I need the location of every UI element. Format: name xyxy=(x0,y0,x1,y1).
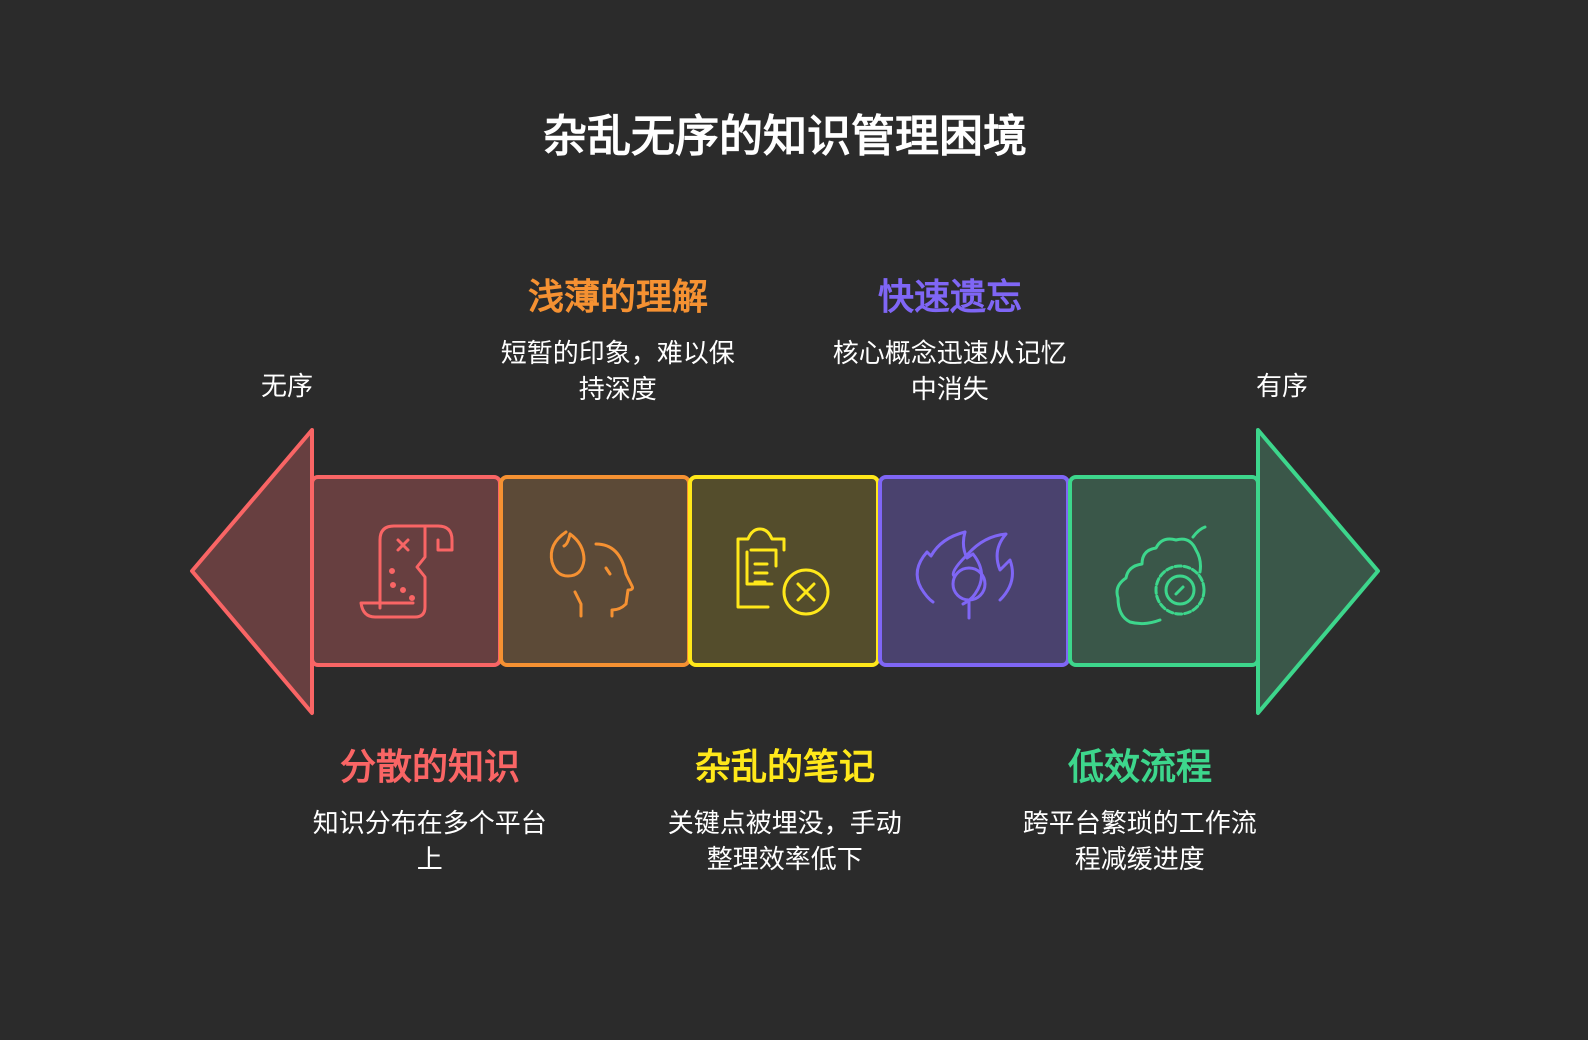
step-4-title: 快速遗忘 xyxy=(877,277,1022,318)
segment-4 xyxy=(878,475,1070,667)
segment-1 xyxy=(310,475,502,667)
step-1-title: 分散的知识 xyxy=(339,747,520,788)
left-end-label: 无序 xyxy=(260,372,313,402)
step-2-title: 浅薄的理解 xyxy=(527,277,708,318)
segment-2 xyxy=(499,475,691,667)
right-end-label: 有序 xyxy=(1255,372,1308,402)
step-4-description: 核心概念迅速从记忆中消失 xyxy=(832,339,1067,405)
head-flame-icon xyxy=(549,530,634,618)
burning-bulb-icon xyxy=(915,530,1014,620)
step-2-description: 短暂的印象，难以保持深度 xyxy=(500,339,735,405)
right-arrowhead xyxy=(1256,428,1380,715)
step-1-description: 知识分布在多个平台上 xyxy=(312,809,547,875)
clogged-gear-icon xyxy=(1115,525,1207,626)
step-5-description: 跨平台繁琐的工作流程减缓进度 xyxy=(1022,809,1257,875)
clipboard-x-icon xyxy=(736,527,830,616)
step-3-title: 杂乱的笔记 xyxy=(694,747,875,788)
segment-3 xyxy=(688,475,880,667)
step-5-title: 低效流程 xyxy=(1067,747,1212,788)
step-3-description: 关键点被埋没，手动整理效率低下 xyxy=(667,809,902,875)
diagram-title: 杂乱无序的知识管理困境 xyxy=(543,111,1027,162)
scroll-map-icon xyxy=(359,524,454,619)
left-arrowhead xyxy=(190,428,314,715)
